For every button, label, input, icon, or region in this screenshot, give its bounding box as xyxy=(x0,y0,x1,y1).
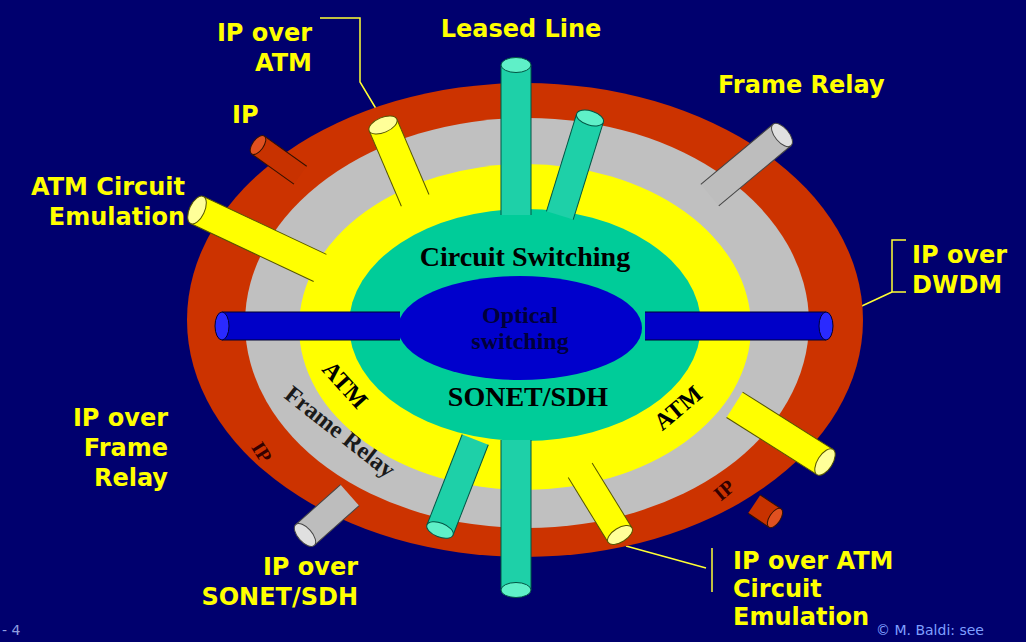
label-placer: IP over Frame Relay xyxy=(43,403,168,493)
callout-label: Leased Line xyxy=(441,14,602,44)
band-label: SONET/SDH xyxy=(448,382,608,413)
tube xyxy=(568,463,635,548)
tube xyxy=(424,435,488,542)
text-placer: Circuit Switching xyxy=(420,242,630,273)
label-placer: © M. Baldi: see xyxy=(876,622,984,638)
band-label: Circuit Switching xyxy=(420,242,630,273)
label-placer: Leased Line xyxy=(441,14,602,44)
callout-label: IP over ATM Circuit Emulation xyxy=(733,547,913,631)
callout-label: IP xyxy=(232,100,259,130)
tube xyxy=(215,312,400,340)
callout-label: IP over Frame Relay xyxy=(43,403,168,493)
callout-label: IP over SONET/SDH xyxy=(158,552,358,612)
tube xyxy=(748,495,786,530)
callout-label: Frame Relay xyxy=(718,70,885,100)
leader-bracket xyxy=(892,240,906,292)
label-placer: IP xyxy=(232,100,259,130)
label-placer: IP over ATM Circuit Emulation xyxy=(733,547,913,631)
footer-note: © M. Baldi: see xyxy=(876,622,984,638)
tube xyxy=(501,440,531,598)
label-placer: - 4 xyxy=(2,622,20,638)
label-placer: ATM Circuit Emulation xyxy=(5,172,185,232)
label-placer: Frame Relay xyxy=(718,70,885,100)
label-placer: IP over DWDM xyxy=(912,240,1022,300)
text-placer: Optical switching xyxy=(455,302,585,355)
band-ellipse xyxy=(398,276,642,380)
footer-note: - 4 xyxy=(2,622,20,638)
tube xyxy=(546,107,605,219)
callout-label: ATM Circuit Emulation xyxy=(5,172,185,232)
tube xyxy=(701,120,797,206)
leader-line xyxy=(320,18,378,112)
tube xyxy=(184,193,327,281)
text-placer: SONET/SDH xyxy=(448,382,608,413)
tube xyxy=(366,112,429,206)
leader-line xyxy=(626,546,706,568)
tube xyxy=(645,312,833,340)
callout-label: IP over ATM xyxy=(182,18,312,78)
callout-label: IP over DWDM xyxy=(912,240,1022,300)
label-placer: IP over SONET/SDH xyxy=(158,552,358,612)
leader-bracket xyxy=(711,548,713,592)
band-label: Optical switching xyxy=(455,302,585,355)
tube xyxy=(727,392,840,479)
tube xyxy=(247,133,307,184)
optical-core: Optical switching xyxy=(398,276,642,380)
tube xyxy=(290,485,359,550)
label-placer: IP over ATM xyxy=(182,18,312,78)
tube xyxy=(501,58,531,216)
